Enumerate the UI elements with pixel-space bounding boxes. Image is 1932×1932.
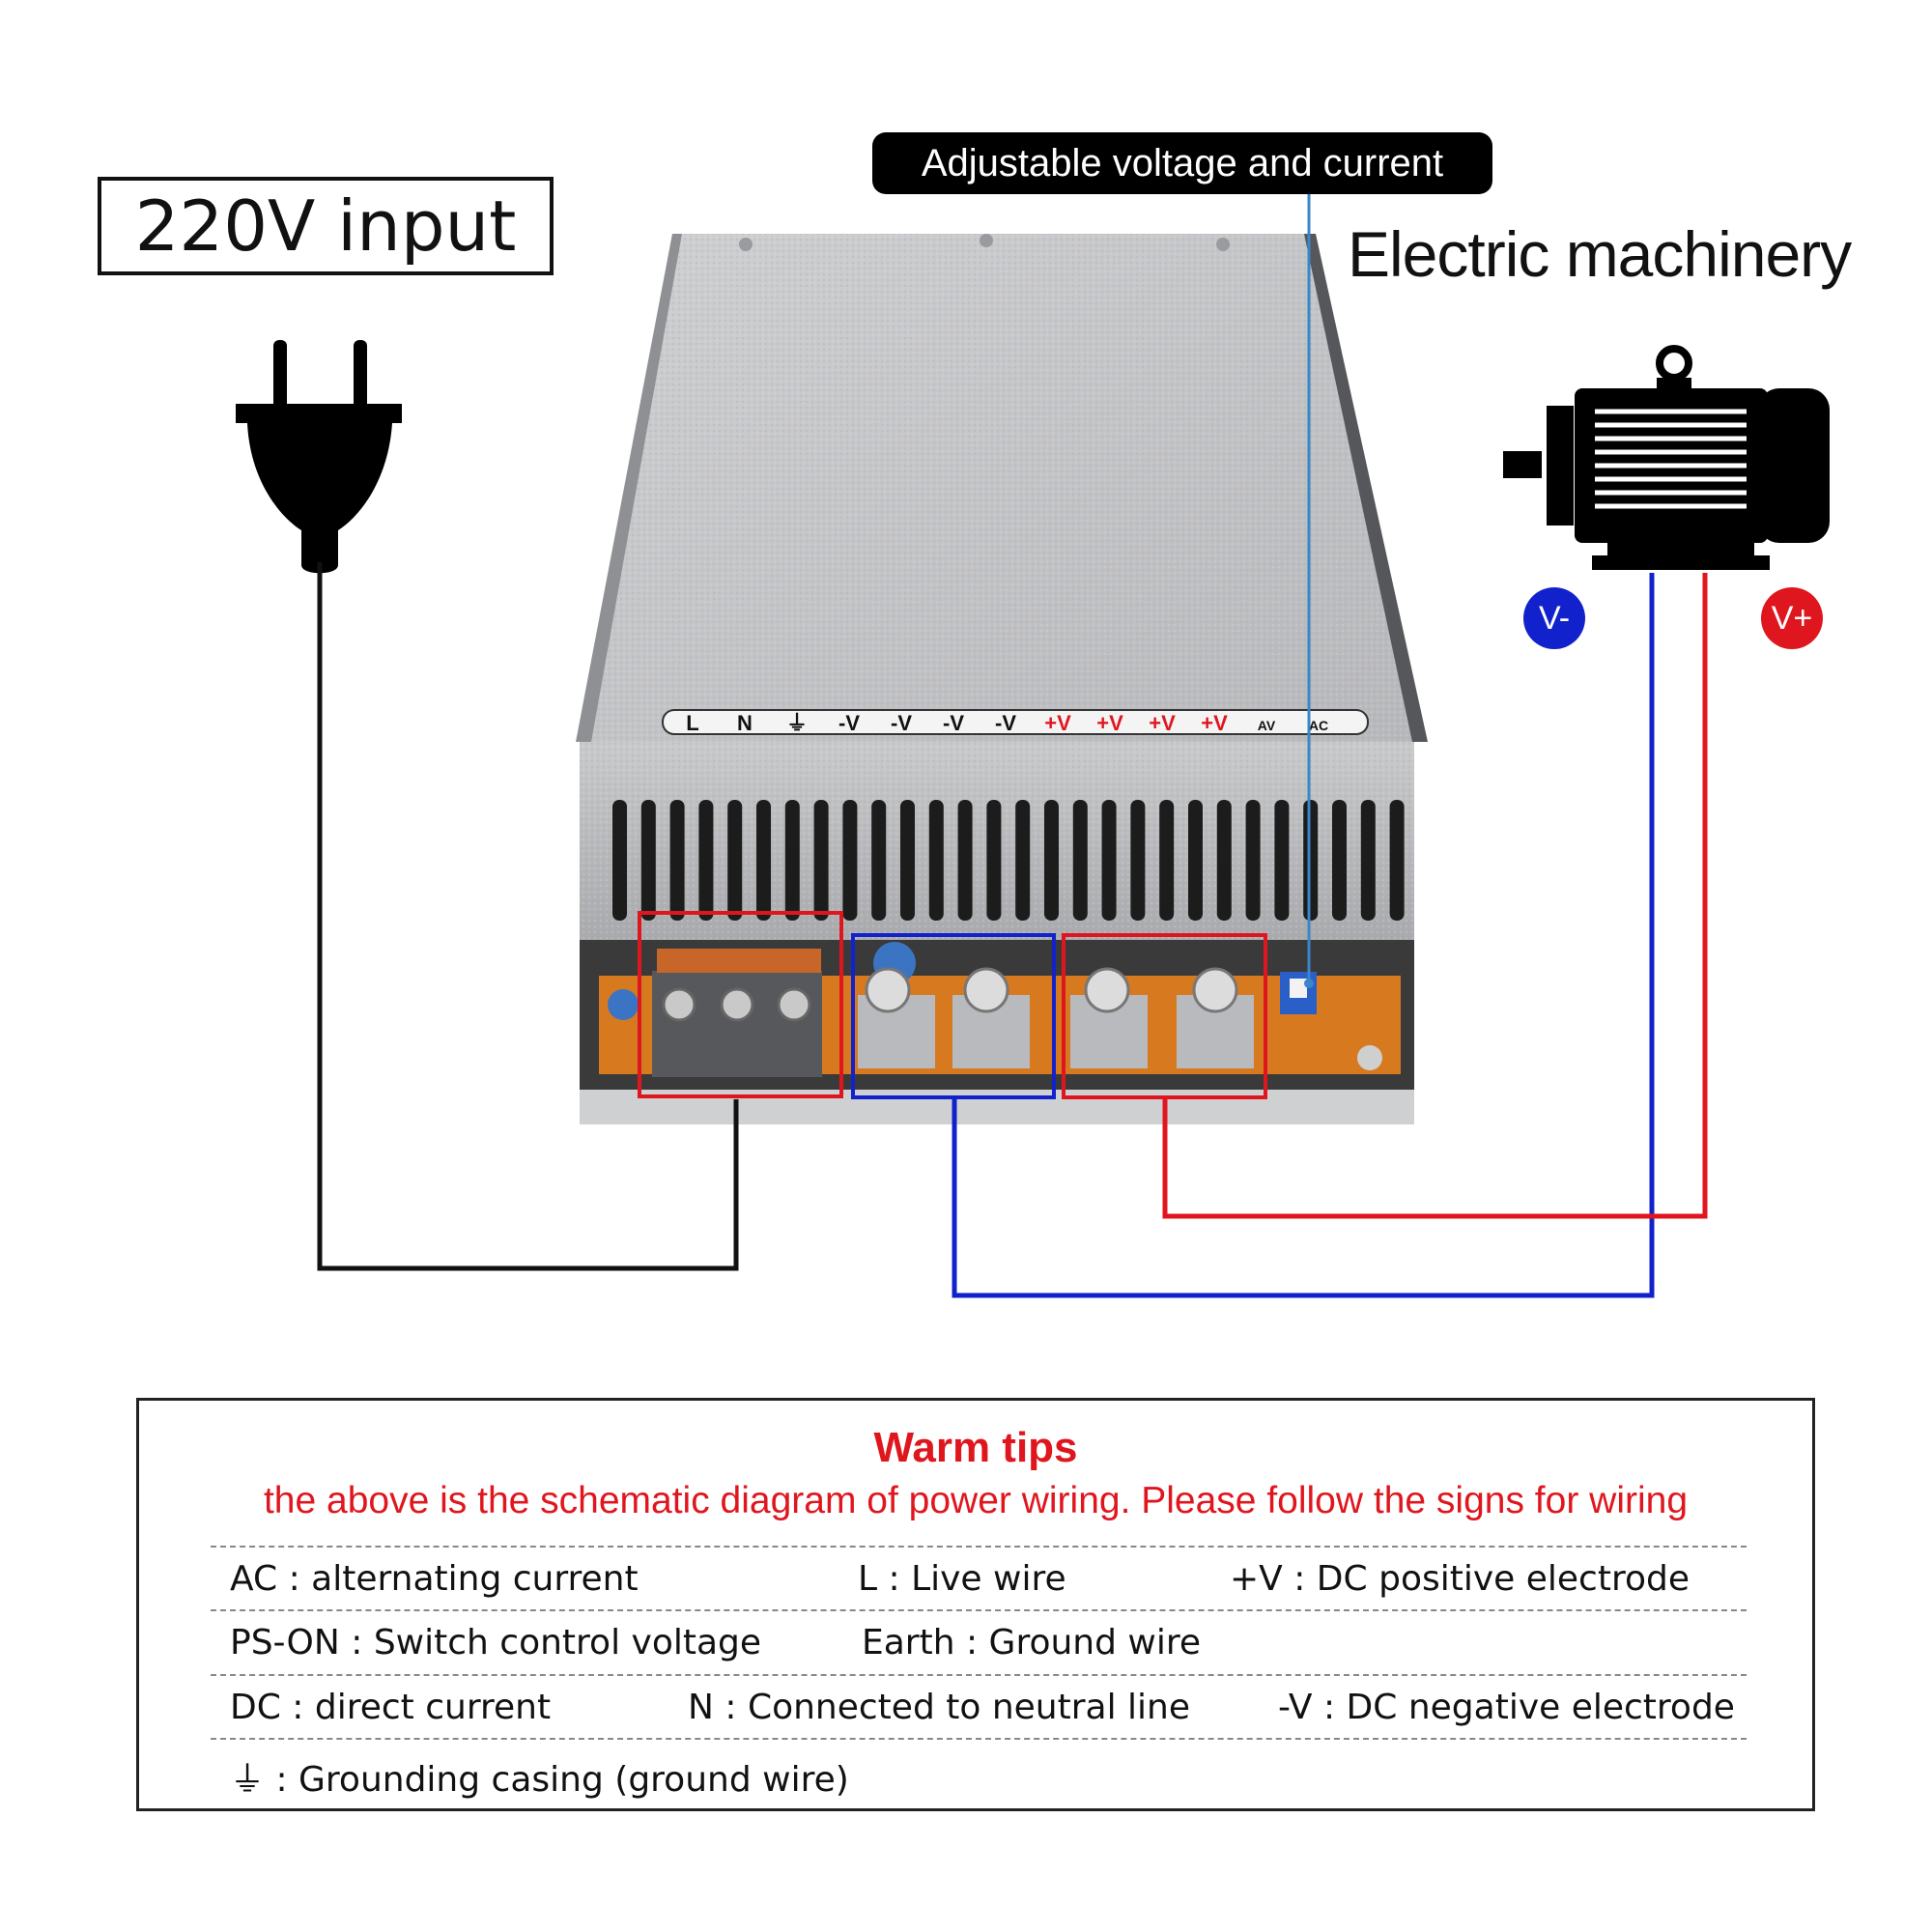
vent-slot	[1159, 800, 1175, 921]
input-voltage-label: 220V input	[98, 177, 554, 275]
vent-slot	[1216, 800, 1232, 921]
vent-slot	[1389, 800, 1405, 921]
terminal-label-texts: L N ⏚ -V -V -V -V +V +V +V +V AV AC	[686, 711, 1328, 735]
ac-input-highlight	[638, 911, 843, 1098]
ac-screw-l	[662, 987, 696, 1022]
dc-output-terminals	[858, 967, 1254, 1068]
adjust-pointer-dot	[1304, 979, 1314, 988]
warm-tips-subtitle: the above is the schematic diagram of po…	[263, 1480, 1689, 1521]
vent-slot	[871, 800, 887, 921]
vent-slot	[1188, 800, 1203, 921]
vent-slot	[1274, 800, 1290, 921]
ac-terminal-block	[652, 971, 822, 1077]
board-screw	[1357, 1045, 1382, 1070]
tip-ps-on: PS-ON : Switch control voltage	[230, 1623, 762, 1662]
vent-slot	[1130, 800, 1146, 921]
v-minus-badge: V-	[1523, 587, 1585, 649]
motor-icon	[1503, 345, 1830, 570]
v-plus-badge: V+	[1761, 587, 1823, 649]
vent-slot	[612, 800, 627, 921]
positive-output-highlight	[1062, 933, 1267, 1099]
vent-slot	[900, 800, 915, 921]
vent-slot	[842, 800, 858, 921]
electric-machinery-label: Electric machinery	[1348, 218, 1852, 290]
vent-slot	[813, 800, 829, 921]
tip-n: N : Connected to neutral line	[688, 1688, 1190, 1727]
terminal-label: -V	[943, 711, 964, 735]
ac-input-wire	[317, 562, 739, 1271]
vent-slot	[784, 800, 800, 921]
vent-slot	[1015, 800, 1031, 921]
vent-slot	[669, 800, 685, 921]
vent-slot	[1360, 800, 1376, 921]
adjustable-label: Adjustable voltage and current	[872, 132, 1492, 194]
tip-row: ⏚ : Grounding casing (ground wire)	[211, 1738, 1747, 1800]
y-capacitor	[608, 989, 639, 1020]
ac-screw-ground	[777, 987, 811, 1022]
tip-minus-v: -V : DC negative electrode	[1278, 1688, 1735, 1727]
tip-l: L : Live wire	[858, 1559, 1066, 1599]
terminal-label: +V	[1044, 711, 1071, 735]
negative-wire	[952, 573, 1655, 1298]
positive-wire	[1162, 573, 1708, 1219]
terminal-label: ⏚	[786, 711, 808, 735]
tip-plus-v: +V : DC positive electrode	[1230, 1559, 1690, 1599]
tip-row: AC : alternating current L : Live wire +…	[211, 1546, 1747, 1607]
vent-slot	[957, 800, 973, 921]
vent-slot	[1245, 800, 1261, 921]
terminal-label: -V	[838, 711, 860, 735]
vent-slot	[1303, 800, 1319, 921]
tip-dc: DC : direct current	[230, 1688, 552, 1727]
terminal-label: +V	[1096, 711, 1123, 735]
lid-screw	[1216, 238, 1230, 251]
terminal-label: +V	[1149, 711, 1176, 735]
terminal-label-strip	[662, 709, 1369, 735]
terminal-label: N	[737, 711, 753, 735]
tip-row: PS-ON : Switch control voltage Earth : G…	[211, 1609, 1747, 1671]
ac-screw-n	[720, 987, 754, 1022]
lid-screw	[739, 238, 753, 251]
warm-tips-box: Warm tips the above is the schematic dia…	[136, 1398, 1815, 1811]
terminal-label: AC	[1309, 718, 1328, 733]
vent-slot	[1072, 800, 1088, 921]
tip-row: DC : direct current N : Connected to neu…	[211, 1674, 1747, 1736]
psu-right-side	[1304, 234, 1428, 742]
power-supply-unit: L N ⏚ -V -V -V -V +V +V +V +V AV AC	[576, 234, 1428, 1124]
negative-output-highlight	[851, 933, 1056, 1099]
terminal-label: -V	[995, 711, 1016, 735]
tip-earth: Earth : Ground wire	[862, 1623, 1202, 1662]
vent-slot	[928, 800, 944, 921]
vent-slots	[612, 800, 1405, 921]
terminal-label: -V	[891, 711, 912, 735]
lid-screw	[980, 234, 993, 247]
vent-slot	[727, 800, 743, 921]
terminal-label: AV	[1258, 718, 1276, 733]
vent-slot	[1044, 800, 1059, 921]
plug-icon	[236, 340, 402, 574]
vent-slot	[1332, 800, 1347, 921]
vent-slot	[640, 800, 656, 921]
vent-slot	[986, 800, 1002, 921]
warm-tips-title: Warm tips	[873, 1424, 1078, 1471]
vent-slot	[756, 800, 771, 921]
ac-terminal-cover	[657, 949, 821, 973]
tip-grounding: ⏚ : Grounding casing (ground wire)	[230, 1760, 849, 1800]
vent-slot	[698, 800, 714, 921]
vent-slot	[1101, 800, 1117, 921]
terminal-label: +V	[1201, 711, 1228, 735]
terminal-label: L	[686, 711, 698, 735]
tip-ac: AC : alternating current	[230, 1559, 639, 1599]
psu-left-side	[576, 234, 682, 742]
